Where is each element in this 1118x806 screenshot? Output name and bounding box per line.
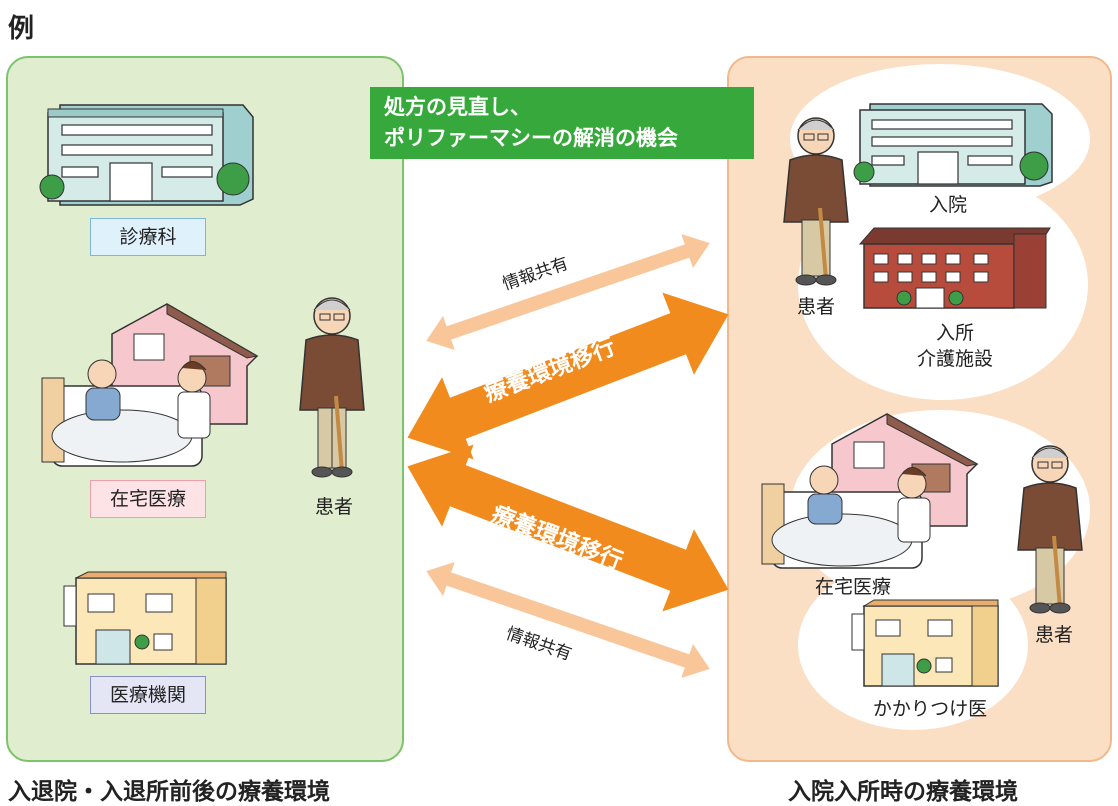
facility-label-line2: 介護施設 (916, 348, 993, 370)
info-share-arrow-top (426, 233, 710, 351)
clinic-label: 診療科 (90, 218, 206, 256)
clinic-building-icon (851, 599, 999, 687)
right-caption: 入院入所時の療養環境 (788, 779, 1018, 805)
care-facility-icon (858, 227, 1051, 309)
home-care-scene-icon (41, 303, 259, 467)
right-top-patient-label: 患者 (796, 296, 835, 318)
elderly-patient-icon (1017, 445, 1083, 614)
right-bottom-patient-label: 患者 (1034, 624, 1073, 646)
info-share-text-bottom: 情報共有 (503, 624, 574, 665)
elderly-patient-icon (299, 297, 365, 478)
family-doctor-label: かかりつけ医 (872, 698, 988, 720)
right-home-care-label: 在宅医療 (814, 576, 891, 598)
left-caption: 入退院・入退所前後の療養環境 (8, 779, 330, 805)
transition-arrow-bottom (407, 444, 729, 612)
clinic-building-icon (63, 571, 227, 665)
elderly-patient-icon (783, 117, 849, 286)
facility-label-line1: 入所 (935, 322, 974, 344)
diagram-title: 例 (8, 14, 35, 44)
hospital-label: 入院 (928, 194, 967, 216)
callout-line2: ポリファーマシーの解消の機会 (384, 126, 678, 150)
medical-institution-label: 医療機関 (90, 676, 206, 714)
review-callout: 処方の見直し、 ポリファーマシーの解消の機会 (370, 87, 754, 159)
left-patient-label: 患者 (314, 496, 353, 518)
home-care-label: 在宅医療 (90, 480, 206, 518)
home-care-scene-icon (761, 413, 979, 569)
transition-arrow-top (407, 292, 729, 460)
callout-line1: 処方の見直し、 (384, 95, 531, 119)
hospital-building-icon (853, 103, 1053, 187)
info-share-arrow-bottom (426, 561, 710, 679)
hospital-building-icon (39, 104, 254, 206)
